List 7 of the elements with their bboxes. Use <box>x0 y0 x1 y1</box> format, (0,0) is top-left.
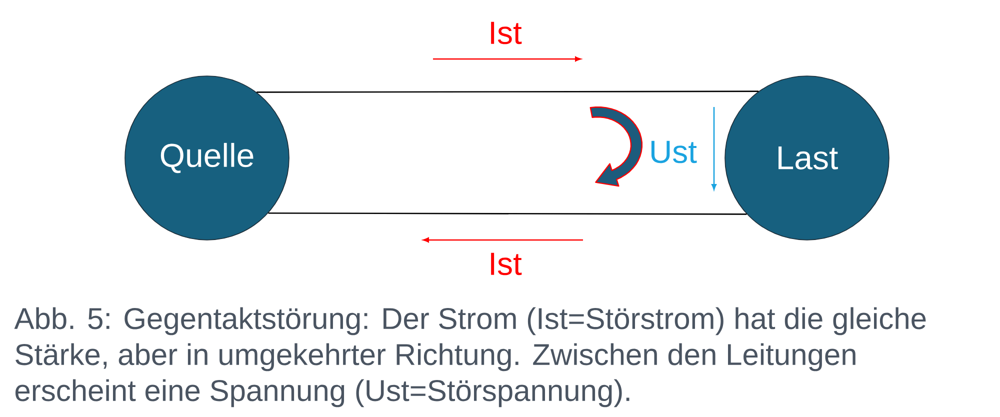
conductor-line <box>256 90 759 93</box>
caption: Abb. 5: Gegentaktstörung: Der Strom (Ist=Störstrom) hat die gleiche Stärke, aber in umgekehrter Richtung. Zwischen den Leitungen erscheint eine Spannung (Ust=Störspannung). <box>14 307 926 408</box>
circle-node: Last <box>724 76 890 240</box>
arrow-label: Ist <box>491 22 522 44</box>
arrow-label: Ist <box>491 252 522 276</box>
conductor-line <box>268 212 747 215</box>
circle-node: Quelle <box>124 76 290 240</box>
